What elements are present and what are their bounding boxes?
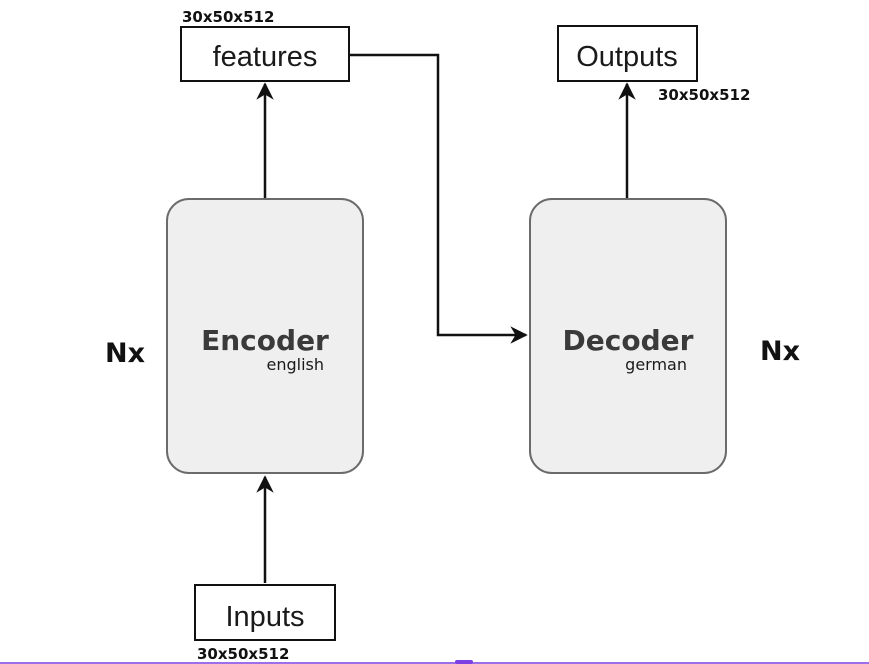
encoder-subtitle: english [266, 355, 324, 374]
decoder-node: Decoder german [529, 198, 727, 474]
encoder-block [166, 198, 364, 474]
encoder-node: Encoder english [166, 198, 364, 474]
bottom-scroll-handle [455, 660, 473, 664]
decoder-subtitle: german [625, 355, 687, 374]
outputs-box [557, 25, 698, 82]
inputs-dims-label: 30x50x512 [197, 645, 289, 663]
connectors [256, 53, 636, 583]
encoder-repeat-label: Nx [105, 338, 145, 369]
decoder-block [529, 198, 727, 474]
inputs-box [194, 584, 336, 641]
outputs-label: Outputs [576, 41, 678, 73]
features-label: features [213, 41, 318, 73]
outputs-node: Outputs 30x50x512 [557, 25, 750, 104]
outputs-dims-label: 30x50x512 [658, 86, 750, 104]
features-dims-label: 30x50x512 [182, 8, 274, 26]
edge-features-to-decoder [349, 53, 528, 344]
inputs-node: Inputs 30x50x512 [194, 584, 336, 663]
features-node: 30x50x512 features [180, 8, 350, 82]
features-box [180, 26, 350, 82]
decoder-title: Decoder [563, 324, 694, 357]
encoder-title: Encoder [201, 324, 329, 357]
decoder-repeat-label: Nx [760, 336, 800, 367]
inputs-label: Inputs [226, 601, 305, 633]
